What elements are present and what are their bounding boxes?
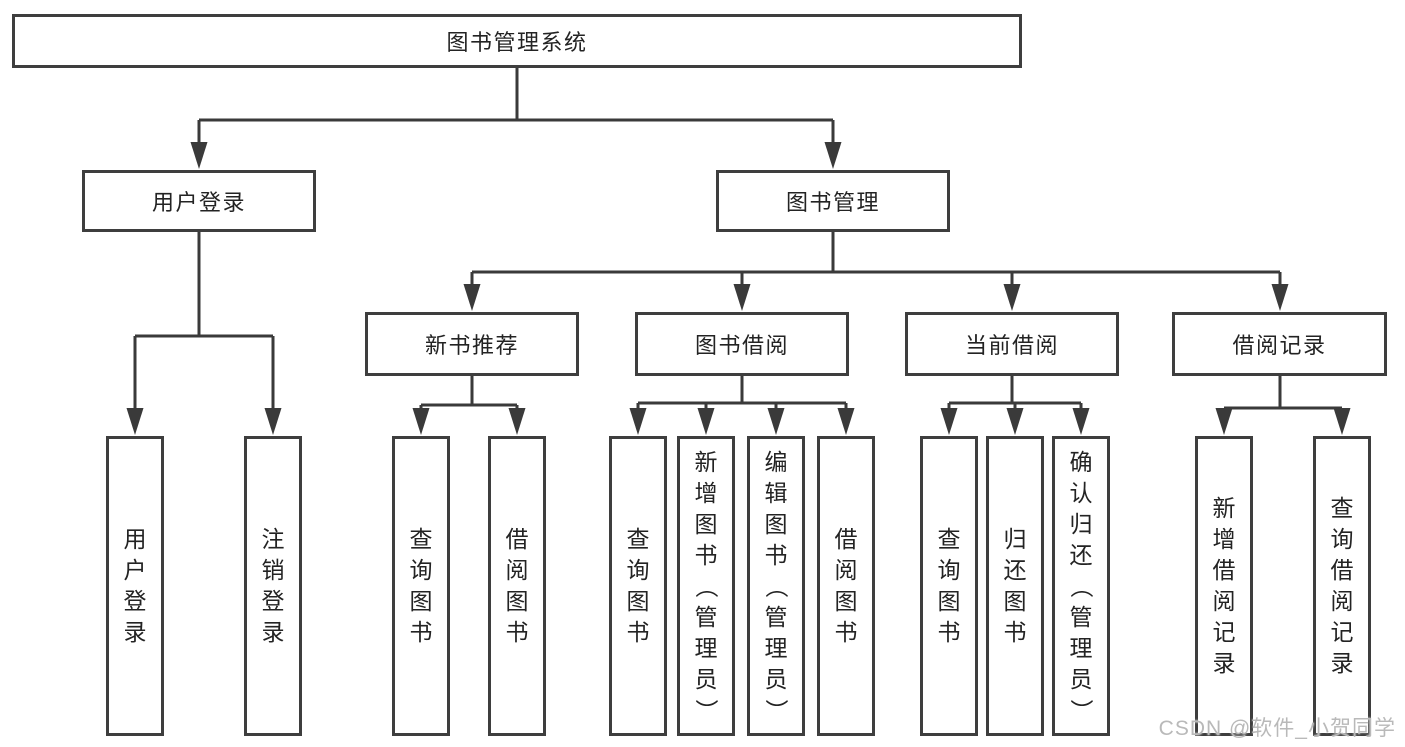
edge-book-borrow-to-leaves: [629, 376, 855, 435]
leaf-cb-return-books: 归还图书: [986, 436, 1044, 736]
node-label: 图书借阅: [694, 333, 789, 358]
leaf-user-login: 用户登录: [106, 436, 164, 736]
leaf-nbr-query-books: 查询图书: [392, 436, 450, 736]
edge-new-book-recommend-to-leaves: [412, 376, 526, 435]
edge-user-login-to-leaves: [126, 232, 282, 435]
edge-current-borrow-to-leaves: [940, 376, 1090, 435]
node-borrow-records: 借阅记录: [1172, 312, 1387, 376]
node-label: 新书推荐: [424, 333, 519, 358]
leaf-nbr-borrow-books: 借阅图书: [488, 436, 546, 736]
leaf-cb-query-books: 查询图书: [920, 436, 978, 736]
edge-book-management-to-level3: [463, 232, 1289, 311]
node-root: 图书管理系统: [12, 14, 1022, 68]
edge-root-to-level2: [190, 68, 842, 169]
leaf-bb-query-books: 查询图书: [609, 436, 667, 736]
node-label: 图书管理系统: [446, 30, 588, 55]
node-label: 用户登录: [151, 190, 246, 215]
node-book-management: 图书管理: [716, 170, 950, 232]
node-book-borrow: 图书借阅: [635, 312, 849, 376]
node-label: 图书管理: [785, 190, 880, 215]
node-new-book-recommend: 新书推荐: [365, 312, 579, 376]
node-user-login-branch: 用户登录: [82, 170, 316, 232]
node-label: 当前借阅: [964, 333, 1059, 358]
node-label: 借阅记录: [1232, 333, 1327, 358]
leaf-cb-confirm-return-admin: 确认归还（管理员）: [1052, 436, 1110, 736]
leaf-br-add-record: 新增借阅记录: [1195, 436, 1253, 736]
node-current-borrow: 当前借阅: [905, 312, 1119, 376]
edge-borrow-records-to-leaves: [1215, 376, 1351, 435]
leaf-br-query-record: 查询借阅记录: [1313, 436, 1371, 736]
leaf-bb-borrow-books: 借阅图书: [817, 436, 875, 736]
leaf-logout: 注销登录: [244, 436, 302, 736]
leaf-bb-add-books-admin: 新增图书（管理员）: [677, 436, 735, 736]
csdn-watermark: CSDN @软件_小贺同学: [1158, 717, 1396, 740]
leaf-bb-edit-books-admin: 编辑图书（管理员）: [747, 436, 805, 736]
